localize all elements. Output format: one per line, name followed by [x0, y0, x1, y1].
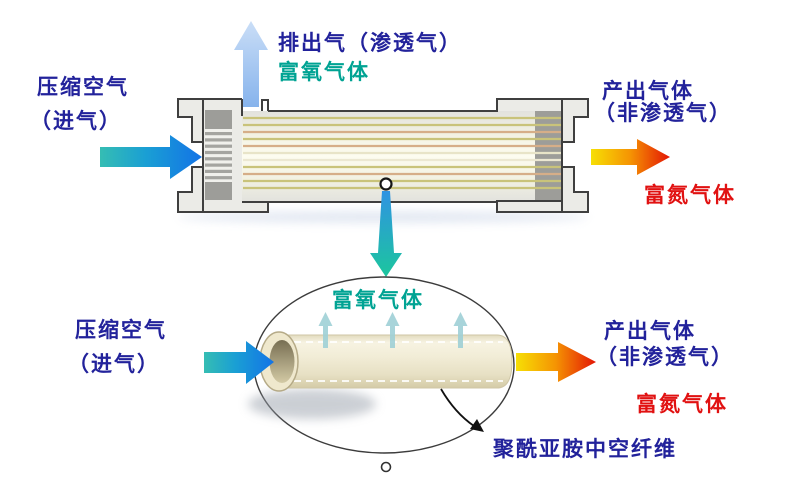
oxygen-enriched-label-bottom: 富氧气体: [332, 288, 424, 312]
oxygen-enriched-label-top: 富氧气体: [278, 60, 370, 84]
top-inlet-label-line1: 压缩空气: [37, 75, 129, 99]
small-circle-marker: [380, 461, 392, 473]
fiber-lines: [243, 116, 561, 190]
top-inlet-label-line2: （进气）: [30, 109, 122, 133]
membrane-module: [177, 98, 589, 222]
fiber-inlet-arrow: [204, 341, 274, 384]
bottom-product-label-line1: 产出气体: [604, 319, 696, 343]
exhaust-gas-label: 排出气（渗透气）: [278, 31, 462, 55]
exhaust-arrow: [234, 21, 268, 107]
left-potting-stripes: [205, 110, 232, 200]
drain-port-circle: [379, 177, 393, 191]
fiber-closeup: [204, 276, 596, 473]
nitrogen-enriched-label-top: 富氮气体: [644, 183, 736, 207]
fiber-opening: [259, 331, 299, 392]
bottom-product-label-line2: （非渗透气）: [596, 345, 734, 369]
top-product-label-line2: （非渗透气）: [594, 101, 732, 125]
left-end-cap: [177, 98, 269, 213]
fiber-product-arrow: [516, 342, 596, 382]
annotation-arrow: [440, 388, 484, 432]
nitrogen-enriched-label-bottom: 富氮气体: [636, 392, 728, 416]
hollow-fiber-tube: [278, 334, 513, 389]
tube-shadow: [248, 389, 376, 419]
right-end-cap: [496, 98, 589, 213]
permeate-arrows: [318, 312, 468, 348]
zoom-pointer-arrow: [370, 191, 402, 277]
product-arrow: [591, 139, 670, 175]
top-product-label-line1: 产出气体: [602, 79, 694, 103]
inlet-arrow: [100, 135, 202, 179]
bottom-inlet-label-line2: （进气）: [68, 352, 160, 376]
bottom-inlet-label-line1: 压缩空气: [75, 318, 167, 342]
polyimide-fiber-label: 聚酰亚胺中空纤维: [493, 437, 677, 461]
